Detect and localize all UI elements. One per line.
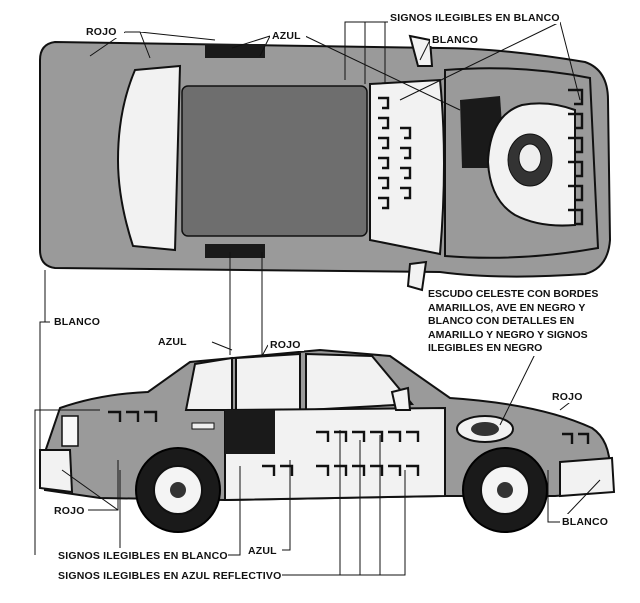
car-top-view — [39, 34, 612, 292]
label-top-rojo: ROJO — [86, 26, 117, 38]
escudo-note: ESCUDO CELESTE CON BORDES AMARILLOS, AVE… — [428, 288, 628, 356]
label-top-azul: AZUL — [272, 30, 301, 42]
label-texts: ROJO AZUL SIGNOS ILEGIBLES EN BLANCO BLA… — [52, 10, 612, 582]
label-bottom-azul: AZUL — [248, 545, 277, 557]
label-left-blanco: BLANCO — [54, 316, 100, 328]
label-side-rojo: ROJO — [270, 339, 301, 351]
label-front-rojo: ROJO — [552, 391, 583, 403]
label-bottom-signos-blanco: SIGNOS ILEGIBLES EN BLANCO — [58, 550, 228, 562]
car-side-view — [39, 348, 616, 533]
label-top-signos-blanco: SIGNOS ILEGIBLES EN BLANCO — [390, 12, 560, 24]
label-top-blanco: BLANCO — [432, 34, 478, 46]
label-bottom-blanco: BLANCO — [562, 516, 608, 528]
label-bottom-rojo: ROJO — [54, 505, 85, 517]
label-bottom-signos-azul: SIGNOS ILEGIBLES EN AZUL REFLECTIVO — [58, 570, 281, 582]
label-side-azul: AZUL — [158, 336, 187, 348]
